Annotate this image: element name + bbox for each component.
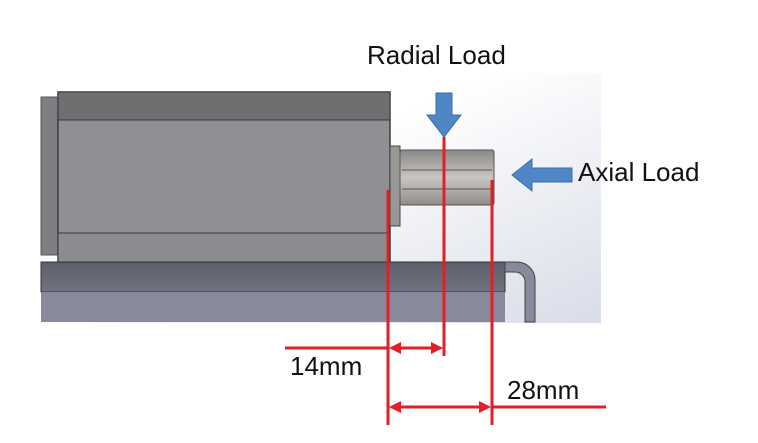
radial-load-arrow-icon: [425, 92, 463, 138]
shaft-collar: [389, 145, 401, 227]
mounting-rail: [40, 261, 536, 323]
dimension-28mm-label: 28mm: [507, 375, 579, 405]
rail-hook: [504, 261, 536, 323]
axial-load-label: Axial Load: [578, 157, 699, 187]
motor-top-face: [57, 91, 391, 121]
shaft-body: [399, 149, 495, 206]
motor-bottom-face: [57, 232, 391, 263]
shaft: [389, 145, 495, 227]
radial-load-label: Radial Load: [367, 40, 506, 70]
motor: [40, 91, 391, 263]
axial-load-arrow-icon: [511, 157, 573, 193]
dimension-14mm-label: 14mm: [290, 351, 362, 381]
dimension-lines: [285, 137, 606, 425]
motor-flange: [40, 96, 59, 256]
